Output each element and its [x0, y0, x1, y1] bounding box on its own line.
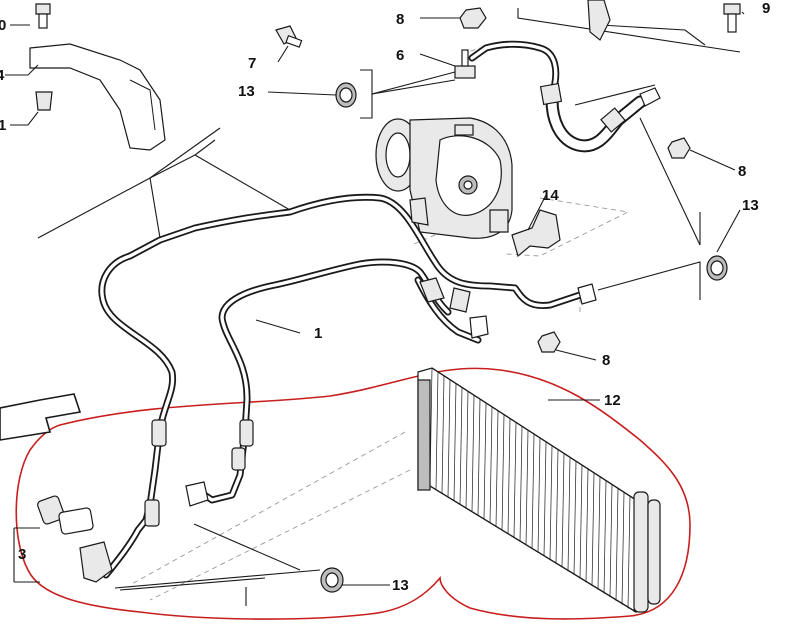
callout-0: 0	[0, 17, 6, 34]
direction-arrow	[0, 393, 82, 441]
condenser-fin	[459, 387, 463, 505]
condenser-fin	[537, 437, 541, 553]
condenser-fin	[561, 453, 565, 568]
seal-rings	[320, 82, 728, 593]
condenser-fin	[621, 492, 625, 605]
part-6-fitting	[454, 49, 476, 79]
top-fitting	[587, 0, 611, 41]
callout-8-bottom: 8	[602, 352, 610, 369]
callout-1-top-left: 1	[0, 117, 6, 134]
condenser-fin	[603, 480, 607, 594]
condenser-fin	[513, 422, 517, 538]
bracket-lines	[13, 8, 741, 606]
condenser-fin	[531, 433, 535, 550]
condenser-fin	[495, 410, 499, 527]
callout-12: 12	[604, 392, 621, 409]
callout-3: 3	[18, 546, 26, 563]
condenser-fin	[615, 488, 619, 601]
condenser-fin	[489, 406, 493, 524]
condenser-fin	[501, 414, 505, 531]
condenser-fin	[465, 391, 469, 509]
callout-6: 6	[396, 47, 404, 64]
condenser-fin	[477, 399, 481, 516]
callout-1-middle: 1	[314, 325, 322, 342]
condenser-fin	[609, 484, 613, 598]
callout-4: 4	[0, 67, 5, 84]
condenser-fin	[549, 445, 553, 561]
condenser-fin	[483, 402, 487, 520]
pipe-joints	[144, 277, 597, 527]
condenser-fin	[471, 395, 475, 512]
condenser-fin	[591, 472, 595, 587]
callout-8-right: 8	[738, 163, 746, 180]
condenser-fin	[447, 379, 451, 498]
callout-9: 9	[762, 0, 770, 17]
condenser-fin	[453, 383, 457, 501]
callout-labels: 0 4 1 7 8 6 13 9 8 13 14 1 8 12 3 13	[0, 0, 770, 594]
part-4-bracket	[29, 43, 166, 151]
condenser-fin	[519, 426, 523, 542]
condenser-fin	[441, 375, 445, 494]
condenser-fin	[543, 441, 547, 557]
callout-13-right: 13	[742, 197, 759, 214]
flexible-hose	[539, 82, 661, 153]
callout-8-top: 8	[396, 11, 404, 28]
condenser-fin	[579, 465, 583, 579]
callout-leaders	[5, 11, 745, 586]
condenser	[417, 367, 661, 614]
callout-14: 14	[542, 187, 559, 204]
compressor	[375, 117, 513, 239]
condenser-fin	[597, 476, 601, 590]
condenser-fin	[435, 371, 439, 490]
condenser-fin	[525, 430, 529, 546]
condenser-fin	[567, 457, 571, 572]
callout-13-top: 13	[238, 83, 255, 100]
part-14-clip	[511, 209, 561, 258]
condenser-fin	[507, 418, 511, 535]
callout-13-bottom: 13	[392, 577, 409, 594]
condenser-fin	[585, 468, 589, 583]
bolts	[35, 3, 741, 111]
condenser-fin	[555, 449, 559, 564]
callout-7: 7	[248, 55, 256, 72]
condenser-fin	[627, 496, 631, 609]
condenser-fin	[573, 461, 577, 575]
nuts	[459, 7, 691, 353]
part-3-switch	[37, 495, 113, 583]
